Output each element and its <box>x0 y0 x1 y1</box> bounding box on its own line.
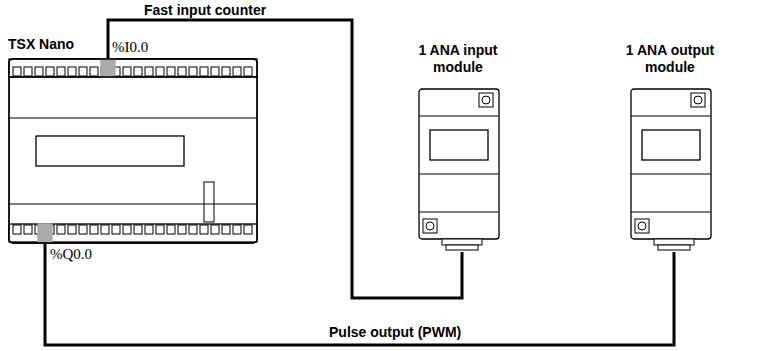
pin-label: %I0.0 <box>112 39 148 56</box>
wire-label: Fast input counter <box>142 2 268 18</box>
device-heading: 1 ANA output module <box>614 42 726 76</box>
signal-wire <box>45 244 674 345</box>
device-drawing <box>630 88 714 252</box>
device-drawing <box>8 58 259 244</box>
analog-module: 1 ANA output module <box>614 42 726 254</box>
plc-device: TSX Nano <box>8 36 260 244</box>
device-heading: 1 ANA input module <box>402 42 514 76</box>
device-drawing <box>418 88 502 252</box>
analog-module: 1 ANA input module <box>402 42 514 254</box>
wire-label: Pulse output (PWM) <box>327 324 463 340</box>
pin-label: %Q0.0 <box>50 246 92 263</box>
